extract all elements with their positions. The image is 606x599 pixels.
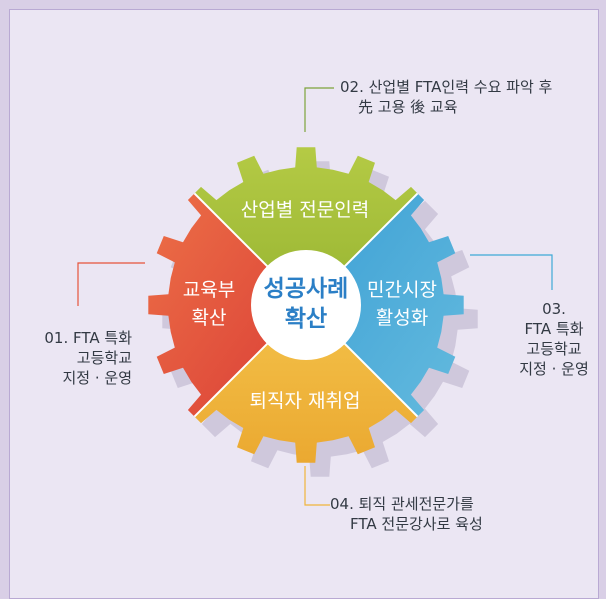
callout-04-line2: FTA 전문강사로 육성: [350, 515, 483, 533]
callout-04-line1: 04. 퇴직 관세전문가를: [330, 495, 474, 513]
callout-01: 01. FTA 특화 고등학교 지정 · 운영: [26, 328, 132, 388]
connector-02: [304, 87, 334, 132]
callout-01-line1: 01. FTA 특화: [44, 329, 132, 347]
segment-top-label: 산업별 전문인력: [241, 199, 369, 221]
callout-03-line1: 03.: [542, 300, 566, 318]
callout-03-line2: FTA 특화: [524, 320, 584, 338]
segment-left-label-line2: 확산: [192, 307, 227, 329]
callout-02: 02. 산업별 FTA인력 수요 파악 후 先 고용 後 교육: [340, 77, 552, 117]
center-title-line2: 확산: [285, 306, 327, 332]
connector-03: [470, 254, 553, 290]
segment-right-label-line1: 민간시장: [367, 279, 437, 301]
callout-01-line2: 고등학교: [76, 349, 132, 367]
callout-03: 03. FTA 특화 고등학교 지정 · 운영: [508, 299, 600, 379]
connector-04: [304, 466, 330, 506]
callout-02-line2: 先 고용 後 교육: [358, 98, 458, 116]
segment-bottom-label: 퇴직자 재취업: [250, 390, 361, 412]
segment-right-label-line2: 활성화: [376, 307, 428, 329]
callout-04: 04. 퇴직 관세전문가를 FTA 전문강사로 육성: [330, 494, 483, 534]
segment-left-label-line1: 교육부: [183, 279, 235, 301]
callout-02-line1: 02. 산업별 FTA인력 수요 파악 후: [340, 78, 553, 96]
center-hub: [251, 250, 361, 360]
center-title-line1: 성공사례: [264, 276, 349, 302]
callout-03-line3: 고등학교: [526, 340, 582, 358]
callout-01-line3: 지정 · 운영: [62, 369, 132, 387]
callout-03-line4: 지정 · 운영: [519, 360, 589, 378]
connector-01: [77, 262, 145, 306]
